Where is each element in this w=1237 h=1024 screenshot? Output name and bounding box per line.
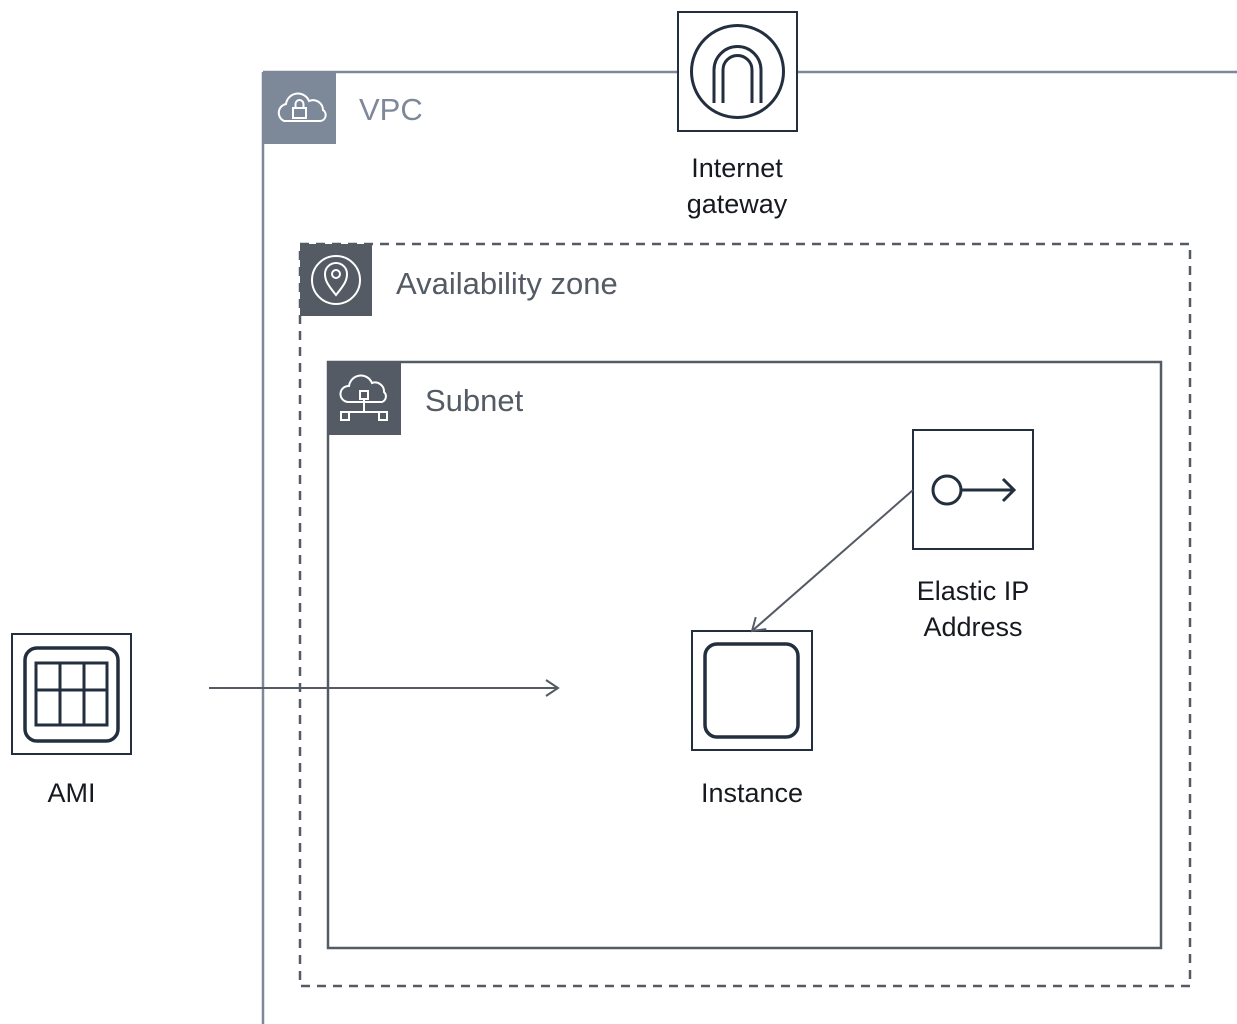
availability-zone-title: Availability zone <box>396 266 618 301</box>
internet-gateway-label-line1: Internet <box>691 153 783 183</box>
subnet-title: Subnet <box>425 383 524 418</box>
internet-gateway-node <box>677 11 798 132</box>
ami-icon <box>23 646 120 743</box>
cloud-lock-icon <box>277 92 327 122</box>
instance-node <box>691 630 813 751</box>
cloud-network-icon <box>339 374 388 421</box>
elastic-ip-icon <box>931 474 1017 506</box>
internet-gateway-label: Internet gateway <box>637 150 837 222</box>
internet-gateway-label-line2: gateway <box>686 189 788 219</box>
internet-gateway-icon <box>690 24 785 119</box>
subnet-group <box>326 360 1163 950</box>
ami-node <box>11 633 132 755</box>
elastic-ip-label-line2: Address <box>923 612 1023 642</box>
elastic-ip-node <box>912 429 1034 550</box>
ami-label: AMI <box>47 778 96 808</box>
elastic-ip-label: Elastic IP Address <box>873 573 1073 645</box>
availability-zone-group <box>298 242 1192 988</box>
vpc-title: VPC <box>359 92 423 127</box>
elastic-ip-to-instance-arrow <box>750 489 914 633</box>
instance-icon <box>703 642 800 739</box>
instance-label: Instance <box>700 778 804 808</box>
location-pin-icon <box>311 255 361 305</box>
elastic-ip-label-line1: Elastic IP <box>916 576 1030 606</box>
